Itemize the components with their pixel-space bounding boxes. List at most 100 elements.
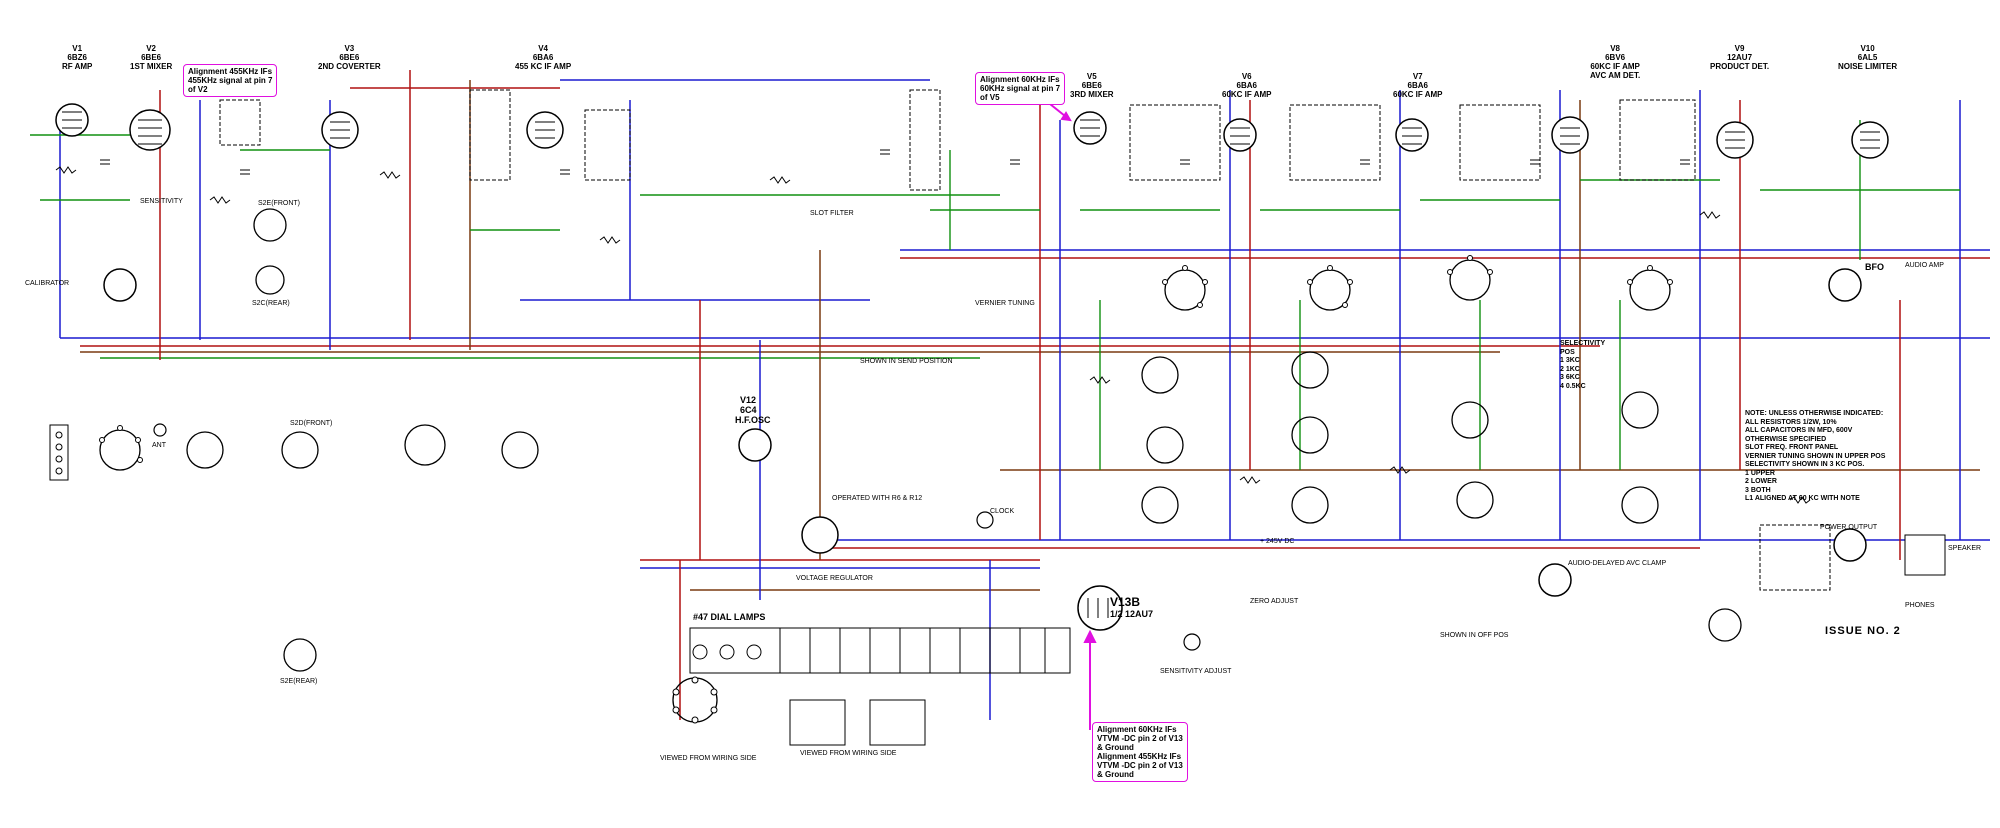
tube-title-v9: V9 12AU7 PRODUCT DET. [1710, 44, 1769, 71]
tube-function: 2ND COVERTER [318, 62, 381, 71]
voltage-regulator-label: VOLTAGE REGULATOR [796, 575, 873, 582]
v12-label: V12 [740, 395, 757, 405]
selectivity-table: SELECTIVITY POS 1 3KC 2 1KC 3 6KC 4 0.5K… [1560, 340, 1605, 391]
tube-function: PRODUCT DET. [1710, 62, 1770, 71]
note-line: NOTE: UNLESS OTHERWISE INDICATED: [1745, 410, 1884, 417]
tube-function: NOISE LIMITER [1838, 62, 1898, 71]
tube-elements [62, 111, 1880, 618]
dial-lamps-label: #47 DIAL LAMPS [693, 612, 766, 622]
tube-function: 3RD MIXER [1070, 90, 1114, 99]
selectivity-row: 3 6KC [1560, 374, 1580, 381]
passive-components [55, 149, 1811, 504]
tube-function: RF AMP [62, 62, 93, 71]
callout-line: of V2 [188, 85, 208, 94]
note-line: 1 UPPER [1745, 469, 1775, 477]
callout-line: Alignment 455KHz IFs [1097, 752, 1182, 761]
viewed-wiring-label-2: VIEWED FROM WIRING SIDE [800, 750, 897, 757]
alignment-455-callout: Alignment 455KHz IFs 455KHz signal at pi… [183, 64, 278, 97]
tube-id: V5 [1086, 72, 1097, 81]
note-line: SELECTIVITY SHOWN IN 3 KC POS. [1745, 461, 1865, 468]
tube-function-2: AVC AM DET. [1590, 71, 1641, 80]
tube-id: V3 [344, 44, 355, 53]
tube-title-v8: V8 6BV6 60KC IF AMP AVC AM DET. [1590, 44, 1640, 80]
s2e-front-label: S2E(FRONT) [258, 200, 300, 207]
tube-id: V7 [1412, 72, 1423, 81]
vertical-wiring [59, 70, 1961, 720]
callout-line: & Ground [1097, 770, 1134, 779]
operated-with-label: OPERATED WITH R6 & R12 [832, 495, 923, 502]
tube-type: 6AL5 [1857, 53, 1878, 62]
tube-id: V8 [1610, 44, 1621, 53]
note-line: VERNIER TUNING SHOWN IN UPPER POS [1745, 452, 1886, 460]
tube-id: V10 [1860, 44, 1875, 53]
hf-osc-label: H.F.OSC [735, 415, 771, 425]
tube-title-v6: V6 6BA6 60KC IF AMP [1222, 72, 1272, 99]
send-position-label: SHOWN IN SEND POSITION [860, 358, 953, 365]
callout-line: VTVM -DC pin 2 of V13 [1097, 734, 1183, 743]
tube-function: 455 KC IF AMP [515, 62, 572, 71]
tube-id: V4 [538, 44, 548, 53]
notes-block: NOTE: UNLESS OTHERWISE INDICATED: ALL RE… [1745, 410, 1885, 504]
tube-title-v7: V7 6BA6 60KC IF AMP [1393, 72, 1443, 99]
tube-type: 6BE6 [339, 53, 360, 62]
shown-off-label: SHOWN IN OFF POS [1440, 632, 1509, 639]
rotary-switch-decks [99, 208, 1742, 723]
tube-id: V9 [1734, 44, 1745, 53]
callout-line: 455KHz signal at pin 7 [188, 76, 273, 85]
tube-function: 60KC IF AMP [1393, 90, 1443, 99]
s2e-rear-label: S2E(REAR) [280, 678, 318, 685]
note-line: ALL CAPACITORS IN MFD, 600V [1745, 427, 1853, 434]
note-line: L1 ALIGNED AT 60 KC WITH NOTE [1745, 495, 1860, 502]
tube-id: V2 [146, 44, 157, 53]
tube-envelopes [55, 103, 1889, 631]
phones-label: PHONES [1905, 602, 1935, 609]
zero-adjust-label: ZERO ADJUST [1250, 598, 1299, 605]
viewed-wiring-label-1: VIEWED FROM WIRING SIDE [660, 755, 757, 762]
note-line: 3 BOTH [1745, 486, 1771, 494]
callout-line: VTVM -DC pin 2 of V13 [1097, 761, 1183, 770]
v12-type-label: 6C4 [740, 405, 757, 415]
speaker-label: SPEAKER [1948, 545, 1982, 552]
tube-title-v2: V2 6BE6 1ST MIXER [130, 44, 172, 71]
tube-title-v10: V10 6AL5 NOISE LIMITER [1838, 44, 1897, 71]
callout-line: Alignment 60KHz IFs [1097, 725, 1177, 734]
bfo-label: BFO [1865, 262, 1884, 272]
tube-title-v1: V1 6BZ6 RF AMP [62, 44, 92, 71]
switch-contacts [99, 255, 1673, 724]
tube-type: 6BA6 [1407, 81, 1428, 90]
tube-type: 6BE6 [1081, 81, 1102, 90]
v13b-label: V13B [1110, 595, 1141, 609]
power-output-label: POWER OUTPUT [1820, 524, 1878, 531]
note-line: 2 LOWER [1745, 478, 1777, 485]
calibrator-label: CALIBRATOR [25, 280, 70, 287]
selectivity-row: 4 0.5KC [1560, 382, 1586, 390]
v13b-type-label: 1/2 12AU7 [1110, 609, 1154, 619]
tube-type: 6BE6 [141, 53, 162, 62]
connectors [49, 424, 1946, 746]
callout-arrows [1034, 91, 1097, 730]
s2c-rear-label: S2C(REAR) [252, 300, 290, 307]
s2d-front-label: S2D(FRONT) [290, 420, 333, 427]
heater-strip [689, 627, 1071, 674]
callout-line: 60KHz signal at pin 7 [980, 84, 1061, 93]
note-line: SLOT FREQ. FRONT PANEL [1745, 444, 1839, 451]
tube-id: V1 [72, 44, 83, 53]
tube-type: 6BV6 [1605, 53, 1626, 62]
bus-lines [60, 79, 1990, 591]
tube-function: 1ST MIXER [130, 62, 173, 71]
audio-delayed-avc-label: AUDIO-DELAYED AVC CLAMP [1568, 560, 1667, 567]
tube-type: 6BZ6 [67, 53, 87, 62]
tube-id: V6 [1241, 72, 1252, 81]
tube-title-v4: V4 6BA6 455 KC IF AMP [515, 44, 571, 71]
tube-title-v5: V5 6BE6 3RD MIXER [1070, 72, 1114, 99]
tube-type: 6BA6 [532, 53, 554, 62]
issue-label: ISSUE NO. 2 [1825, 625, 1901, 637]
note-line: ALL RESISTORS 1/2W, 10% [1745, 418, 1837, 426]
if-transformers [219, 89, 1831, 591]
plus-supply-label: + 245V DC [1260, 538, 1295, 545]
tube-function: 60KC IF AMP [1590, 62, 1640, 71]
tube-type: 6BA6 [1236, 81, 1257, 90]
selectivity-row: 2 1KC [1560, 365, 1580, 373]
callout-line: Alignment 60KHz IFs [980, 75, 1060, 84]
callout-line: & Ground [1097, 743, 1134, 752]
